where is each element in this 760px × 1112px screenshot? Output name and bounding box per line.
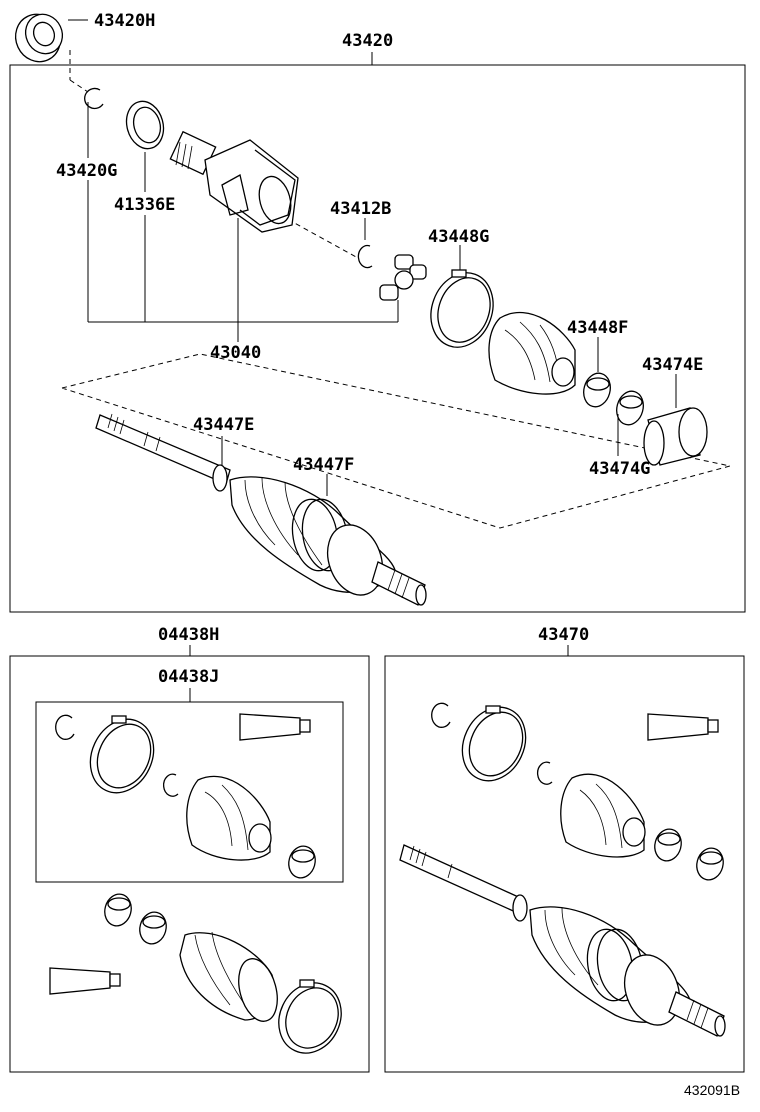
label-43420: 43420 (342, 31, 393, 51)
label-43420G: 43420G (56, 161, 117, 181)
ring-41336E (125, 100, 165, 150)
assembly-43420-frame (9, 64, 746, 613)
outer-boot (229, 476, 396, 596)
asm-boot (560, 773, 646, 858)
kit-j-large-clamp (89, 715, 155, 794)
explode-dash-lines (61, 214, 731, 529)
asm-outer-stub-shaft (668, 991, 726, 1037)
kit-h-outer-boot (179, 931, 278, 1022)
asm-grease-tube (647, 713, 719, 741)
assembly-43470-frame (384, 655, 745, 1073)
outer-stub-shaft (371, 561, 427, 606)
drive-shaft (95, 413, 231, 492)
damper-43474E (643, 407, 708, 466)
label-43447E: 43447E (193, 415, 254, 435)
label-43448F: 43448F (567, 318, 628, 338)
kit-h-large-clamp (278, 979, 342, 1054)
label-04438J: 04438J (158, 667, 219, 687)
asm-small-clamp-1 (654, 828, 682, 862)
kit-j-clip (162, 773, 179, 797)
kit-j-snap-ring (55, 714, 75, 740)
kit-h-grease-tube (49, 967, 121, 995)
clip-43412B (357, 244, 373, 269)
kit-j-small-clamp (288, 845, 316, 879)
asm-large-clamp (461, 705, 527, 782)
label-43474G: 43474G (589, 459, 650, 479)
label-41336E: 41336E (114, 195, 175, 215)
asm-shaft (399, 844, 528, 922)
kit-h-small-clamp-1 (104, 893, 132, 927)
label-43040: 43040 (210, 343, 261, 363)
boot-clamp-43448G (430, 269, 494, 348)
asm-outer-boot (529, 906, 691, 1026)
kit-j-boot (186, 775, 272, 861)
clamp-43474G (616, 390, 644, 426)
label-43474E: 43474E (642, 355, 703, 375)
housing-43040 (169, 130, 299, 233)
label-43447F: 43447F (293, 455, 354, 475)
label-04438H: 04438H (158, 625, 219, 645)
leader-lines (68, 19, 677, 702)
clamp-43448F (583, 372, 611, 408)
part-labels: 43420H 43420 43420G 41336E 43412B 43448G… (56, 11, 740, 1098)
tripod-joint (379, 254, 427, 301)
inner-boot (488, 311, 576, 395)
asm-snap-ring (431, 702, 451, 728)
kit-j-grease-tube (239, 713, 311, 741)
label-43470: 43470 (538, 625, 589, 645)
oil-seal-43420H (14, 13, 64, 63)
diagram-reference: 432091B (684, 1082, 740, 1098)
asm-clip (536, 761, 553, 785)
kit-h-small-clamp-2 (139, 911, 167, 945)
label-43448G: 43448G (428, 227, 489, 247)
label-43412B: 43412B (330, 199, 391, 219)
asm-small-clamp-2 (696, 847, 724, 881)
snap-ring-43420G (84, 87, 104, 110)
label-43420H: 43420H (94, 11, 155, 31)
